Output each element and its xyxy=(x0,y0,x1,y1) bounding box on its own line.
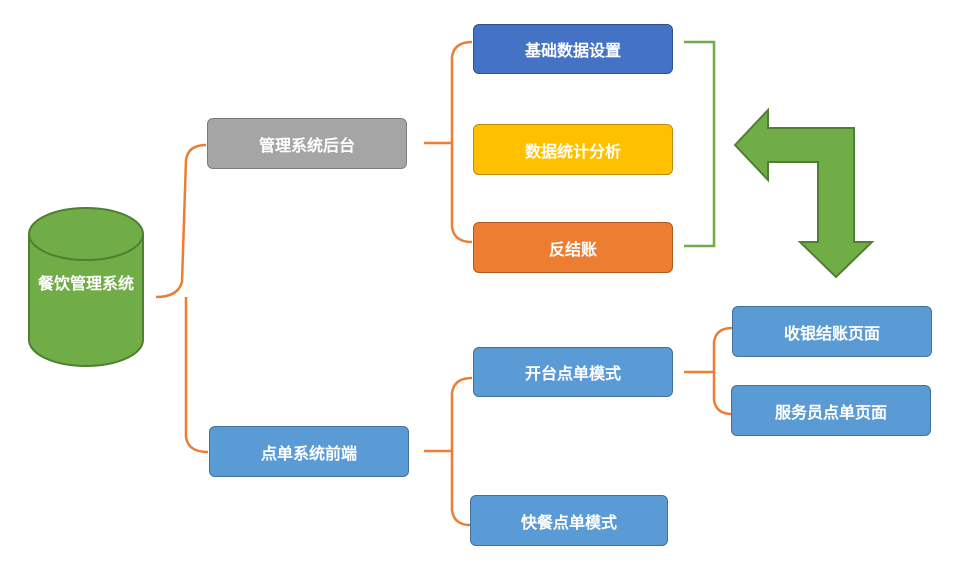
root-cylinder xyxy=(28,207,144,367)
ordering-frontend-node: 点单系统前端 xyxy=(209,426,409,477)
ordering-brace xyxy=(424,376,473,527)
management-brace xyxy=(424,40,473,244)
management-backend-node: 管理系统后台 xyxy=(207,118,407,169)
table-order-mode-node: 开台点单模式 xyxy=(473,347,673,397)
fast-food-mode-node: 快餐点单模式 xyxy=(470,495,668,546)
root-brace xyxy=(155,143,209,454)
basic-data-settings-node: 基础数据设置 xyxy=(473,24,673,74)
table-mode-brace xyxy=(684,326,733,416)
reverse-checkout-node: 反结账 xyxy=(473,222,673,273)
data-statistics-node: 数据统计分析 xyxy=(473,124,673,175)
turn-arrow-icon xyxy=(733,107,875,279)
waiter-order-page-node: 服务员点单页面 xyxy=(731,385,931,436)
management-children-bracket xyxy=(684,40,716,248)
cashier-checkout-page-node: 收银结账页面 xyxy=(732,306,932,357)
root-label: 餐饮管理系统 xyxy=(37,274,134,293)
